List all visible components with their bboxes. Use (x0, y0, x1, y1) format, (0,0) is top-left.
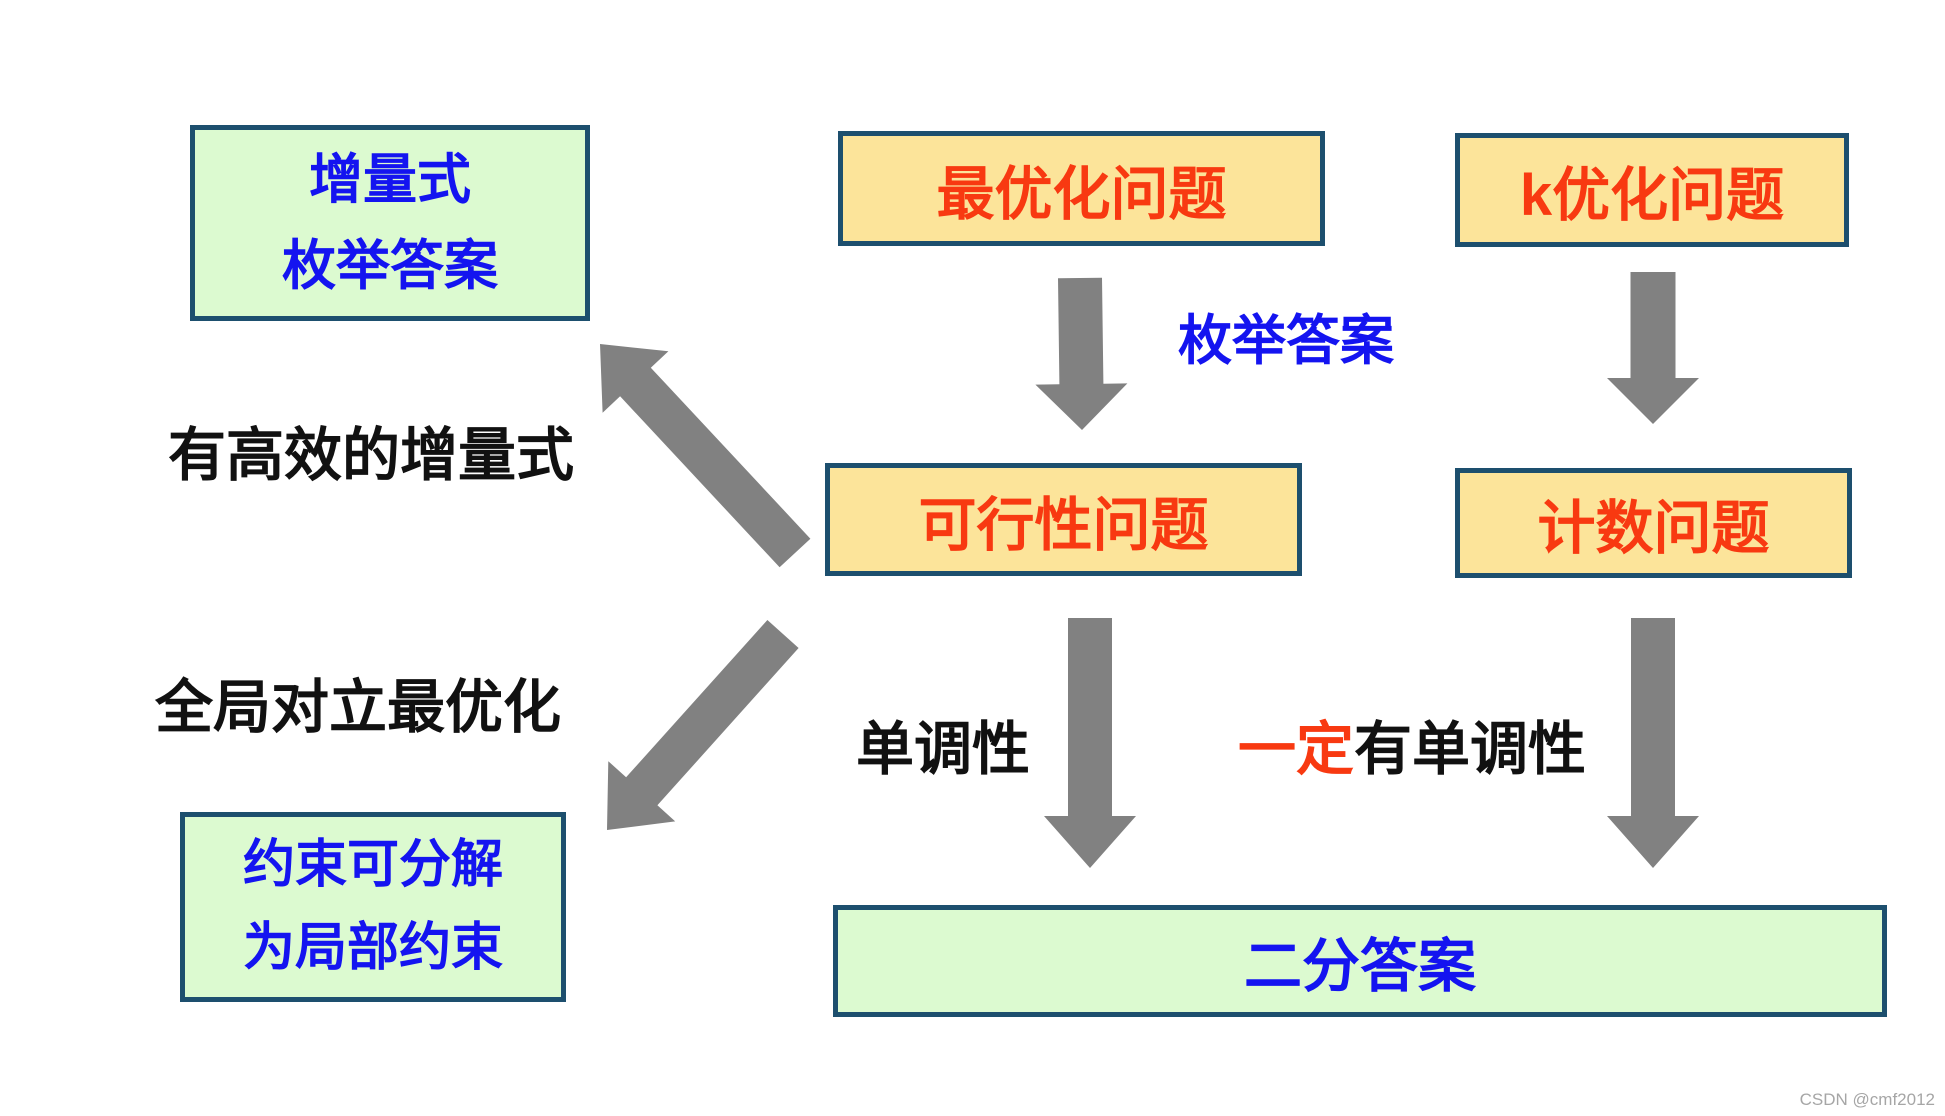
node-incremental-line1: 增量式 (309, 149, 471, 210)
label-must-prefix: 一定 (1238, 717, 1355, 782)
arrow-k-optimization-to-counting (1607, 272, 1699, 424)
arrow-feasibility-to-constraint (607, 620, 799, 830)
node-incremental-enumerate: 增量式 枚举答案 (190, 125, 590, 321)
node-binary-label: 二分答案 (1243, 934, 1476, 999)
node-k-optimization-label: k优化问题 (1519, 163, 1785, 228)
node-incremental-line2: 枚举答案 (282, 236, 498, 296)
node-k-optimization-problem: k优化问题 (1455, 133, 1849, 247)
node-feasibility-problem: 可行性问题 (825, 463, 1302, 576)
arrow-feasibility-to-incremental (600, 344, 811, 568)
arrow-feasibility-to-binary (1044, 618, 1136, 868)
node-constraint-line1: 约束可分解 (242, 835, 503, 894)
node-decomposable-constraint: 约束可分解 为局部约束 (180, 812, 566, 1002)
arrow-counting-to-binary (1607, 618, 1699, 868)
node-counting-label: 计数问题 (1537, 496, 1770, 561)
node-counting-problem: 计数问题 (1455, 468, 1852, 578)
label-must-suffix: 有单调性 (1354, 717, 1587, 782)
csdn-watermark: CSDN @cmf2012 (1799, 1090, 1935, 1109)
label-monotonicity: 单调性 (856, 717, 1031, 782)
node-optimization-label: 最优化问题 (936, 161, 1227, 227)
node-feasibility-label: 可行性问题 (918, 492, 1209, 558)
node-optimization-problem: 最优化问题 (838, 131, 1325, 246)
arrow-optimization-to-feasibility (1035, 277, 1128, 430)
node-constraint-line2: 为局部约束 (242, 919, 503, 977)
node-binary-search-answer: 二分答案 (833, 905, 1887, 1017)
label-global-opposite-optimization: 全局对立最优化 (155, 675, 562, 740)
label-enumerate-answers: 枚举答案 (1178, 311, 1394, 371)
label-efficient-incremental: 有高效的增量式 (168, 423, 575, 488)
label-must-have-monotonicity: 一定有单调性 (1238, 702, 1586, 786)
